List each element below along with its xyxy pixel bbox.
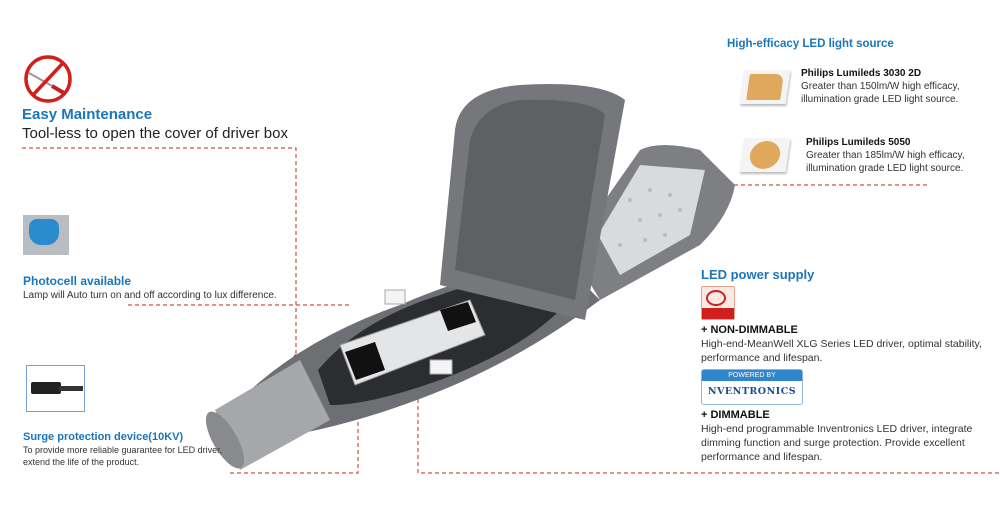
dimmable-label: + DIMMABLE [701,409,770,421]
led-item-line: Greater than 185lm/W high efficacy, [806,150,965,161]
led-3030-chip-icon [739,70,791,104]
description-line: dimming function and surge protection. P… [701,437,965,449]
photocell-title: Photocell available [23,274,132,288]
photocell-description: Lamp will Auto turn on and off according… [23,290,277,301]
led-5050-chip-icon [739,138,791,172]
easy-maintenance-title: Easy Maintenance [22,106,153,123]
non-dimmable-description: High-end-MeanWell XLG Series LED driver,… [701,337,982,365]
surge-description: To provide more reliable guarantee for L… [23,444,222,468]
badge-brand: NVENTRONICS [707,386,797,397]
led-item-5050: Philips Lumileds 5050 Greater than 185lm… [806,136,965,175]
surge-description-line: extend the life of the product. [23,457,140,467]
led-item-line: illumination grade LED light source. [806,163,964,174]
surge-title: Surge protection device(10KV) [23,431,184,443]
easy-maintenance-description: Tool-less to open the cover of driver bo… [22,125,288,142]
led-item-3030: Philips Lumileds 3030 2D Greater than 15… [801,67,960,106]
surge-device-image [26,365,85,412]
no-screwdriver-icon [24,55,72,103]
non-dimmable-label: + NON-DIMMABLE [701,324,798,336]
description-line: performance and lifespan. [701,451,823,463]
meanwell-logo-icon [701,286,735,320]
power-supply-section: LED power supply + NON-DIMMABLE High-end… [701,266,998,464]
led-item-name: Philips Lumileds 5050 [806,137,911,148]
badge-powered-by: POWERED BY [702,370,802,381]
dimmable-description: High-end programmable Inventronics LED d… [701,422,972,464]
led-item-line: illumination grade LED light source. [801,94,959,105]
led-source-title: High-efficacy LED light source [727,38,894,50]
power-supply-title: LED power supply [701,267,815,282]
description-line: High-end-MeanWell XLG Series LED driver,… [701,338,982,350]
description-line: performance and lifespan. [701,352,823,364]
led-item-name: Philips Lumileds 3030 2D [801,68,922,79]
photocell-image [23,215,69,255]
led-item-line: Greater than 150lm/W high efficacy, [801,81,960,92]
description-line: High-end programmable Inventronics LED d… [701,423,973,435]
inventronics-badge: POWERED BY NVENTRONICS [701,369,803,405]
surge-description-line: To provide more reliable guarantee for L… [23,445,223,455]
